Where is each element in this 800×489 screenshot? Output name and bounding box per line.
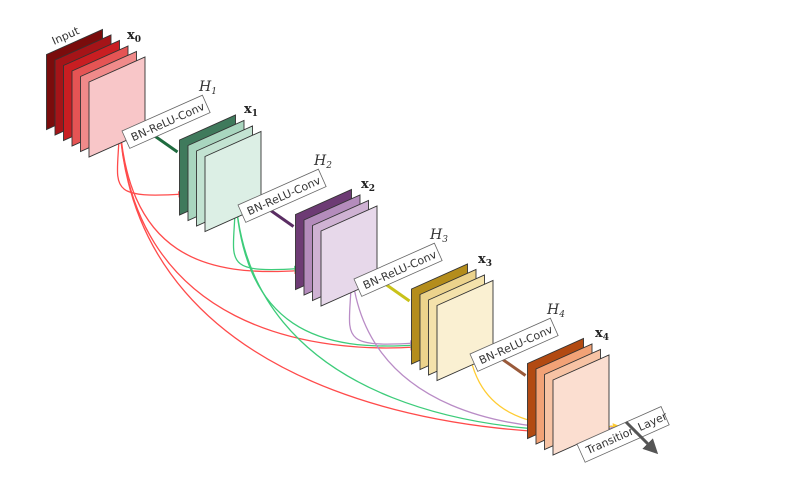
label-h1: H1 [198, 79, 217, 97]
stack-x1 [179, 114, 262, 233]
stack-x2 [295, 188, 378, 307]
label-x1: x1 [244, 102, 258, 119]
stack-x4 [527, 337, 610, 456]
connection-x0-to-x3 [118, 107, 417, 351]
connection-x0-to-x2 [118, 107, 301, 275]
label-h2: H2 [313, 153, 332, 171]
label-x4: x4 [595, 326, 609, 343]
label-x0: x0 [127, 28, 141, 45]
label-h3: H3 [429, 227, 448, 245]
label-h4: H4 [546, 302, 565, 320]
feature-map-stacks [46, 28, 610, 456]
label-x3: x3 [478, 252, 492, 269]
label-x2: x2 [361, 177, 375, 194]
transition-output-arrow [624, 420, 659, 455]
